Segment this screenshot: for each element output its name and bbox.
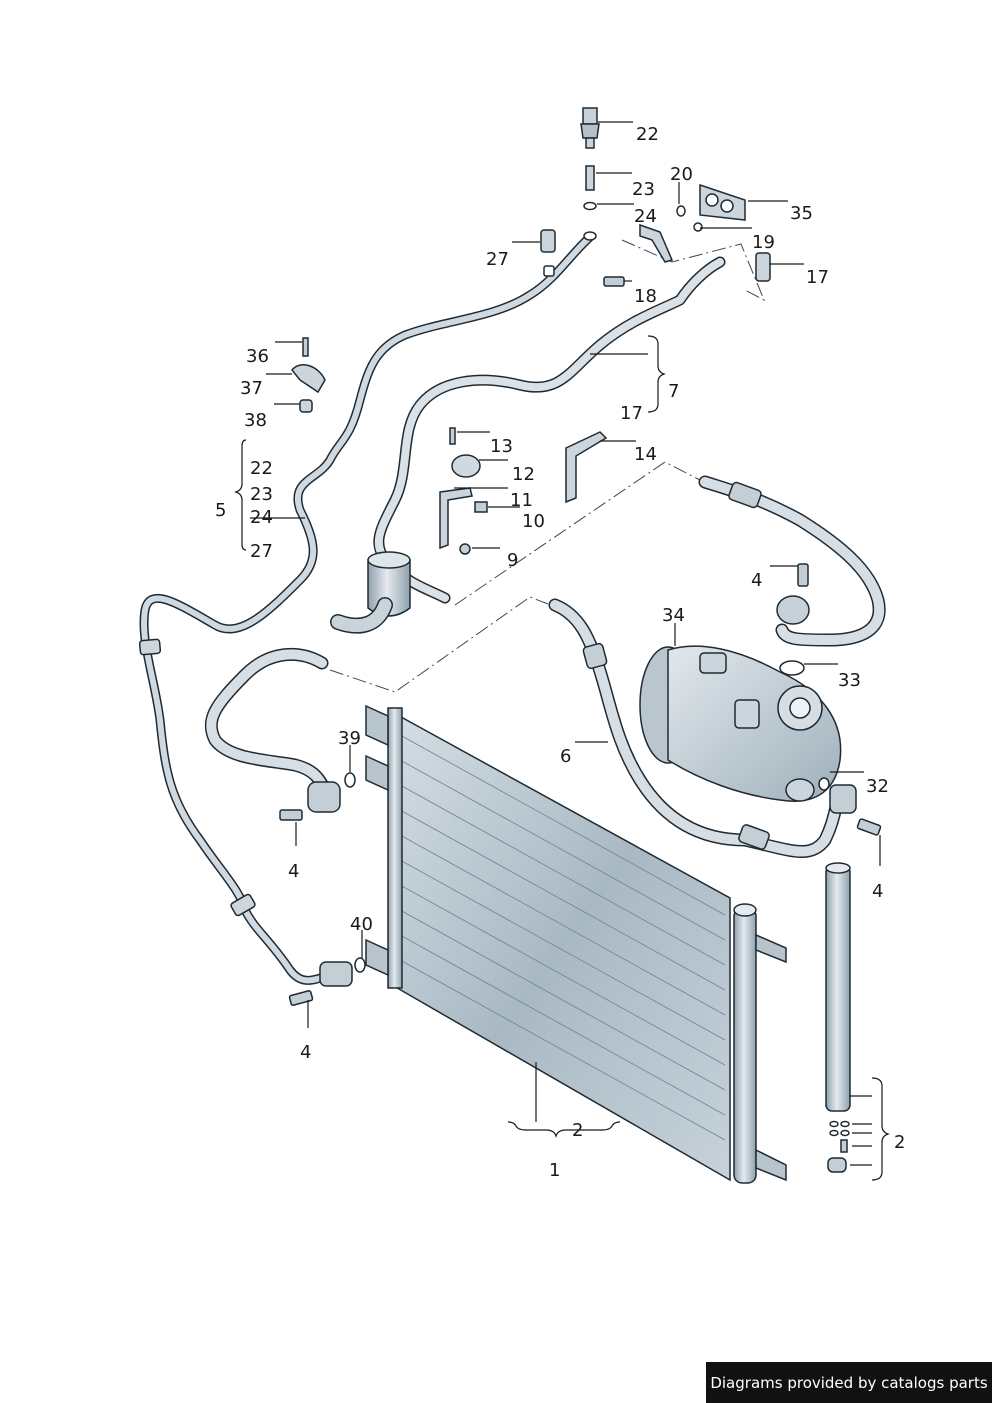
- label-4-left-upper: 4: [288, 861, 299, 882]
- label-40: 40: [350, 914, 373, 935]
- label-32: 32: [866, 776, 889, 797]
- credit-banner: Diagrams provided by catalogs parts: [706, 1362, 992, 1403]
- label-38: 38: [244, 410, 267, 431]
- condenser: [365, 704, 787, 1184]
- label-24-top: 24: [634, 206, 657, 227]
- label-23-top: 23: [632, 179, 655, 200]
- label-37: 37: [240, 378, 263, 399]
- label-33: 33: [838, 670, 861, 691]
- label-19: 19: [752, 232, 775, 253]
- label-2-condenser: 2: [572, 1120, 583, 1141]
- label-11: 11: [510, 490, 533, 511]
- label-20: 20: [670, 164, 693, 185]
- label-27-group: 27: [250, 541, 273, 562]
- label-39: 39: [338, 728, 361, 749]
- label-35: 35: [790, 203, 813, 224]
- label-12: 12: [512, 464, 535, 485]
- label-13: 13: [490, 436, 513, 457]
- pipe-line-7: [330, 256, 726, 634]
- label-22-group: 22: [250, 458, 273, 479]
- small-parts: [279, 107, 882, 1006]
- label-24-group: 24: [250, 507, 273, 528]
- label-27-top: 27: [486, 249, 509, 270]
- label-7: 7: [668, 381, 679, 402]
- label-17-top: 17: [806, 267, 829, 288]
- label-4-right: 4: [872, 881, 883, 902]
- label-14: 14: [634, 444, 657, 465]
- label-10: 10: [522, 511, 545, 532]
- label-18: 18: [634, 286, 657, 307]
- label-4-left-lower: 4: [300, 1042, 311, 1063]
- label-17-mid: 17: [620, 403, 643, 424]
- label-22-top: 22: [636, 124, 659, 145]
- label-9: 9: [507, 550, 518, 571]
- leader-lines: [234, 121, 890, 1181]
- assembly-lines: [329, 239, 765, 693]
- label-1: 1: [549, 1160, 560, 1181]
- dryer-cartridge: [825, 862, 851, 1173]
- label-5: 5: [215, 500, 226, 521]
- label-34: 34: [662, 605, 685, 626]
- label-4-compressor: 4: [751, 570, 762, 591]
- pipe-line-6: [548, 598, 857, 859]
- pipe-line-upper: [698, 475, 886, 647]
- pipe-line-5: [138, 232, 595, 987]
- pipe-line-left: [204, 647, 341, 813]
- label-6: 6: [560, 746, 571, 767]
- label-2-dryer: 2: [894, 1132, 905, 1153]
- callout-labels: 22 23 24 27 20 35 19 17 18 36 37 38 22 2…: [215, 124, 905, 1181]
- label-23-group: 23: [250, 484, 273, 505]
- label-36: 36: [246, 346, 269, 367]
- compressor: [639, 645, 842, 802]
